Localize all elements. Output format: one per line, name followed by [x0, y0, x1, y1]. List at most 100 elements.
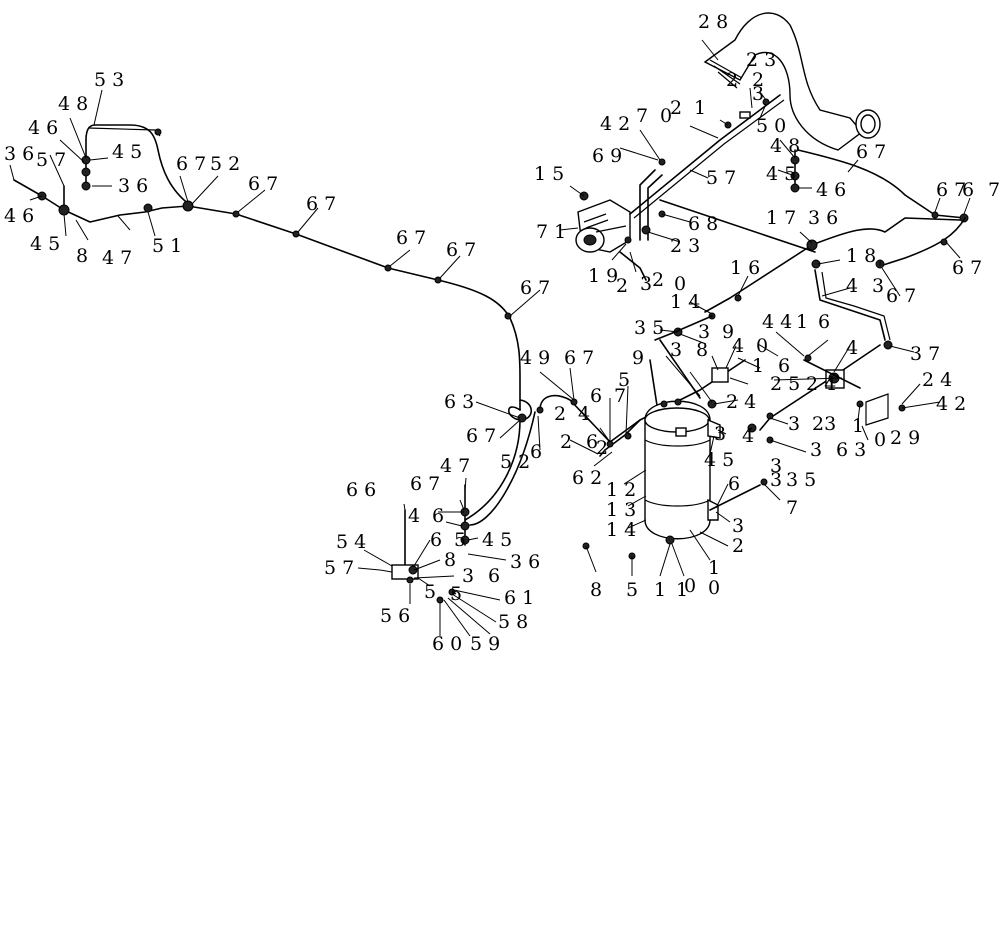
callout-0: 0 [660, 105, 672, 127]
callout-5: 5 [626, 579, 638, 601]
intake-hose [703, 12, 881, 151]
callout-1: 1 [852, 415, 864, 437]
callout-62: 6 2 [572, 467, 602, 489]
callout-67: 6 7 [306, 193, 336, 215]
callout-3: 3 [462, 565, 474, 587]
callout-2: 2 [652, 269, 664, 291]
callout-67: 6 7 [466, 425, 496, 447]
callout-6: 6 [590, 385, 602, 407]
callout-14: 1 4 [606, 519, 636, 541]
callout-23: 23 [812, 413, 836, 435]
callout-4: 4 [846, 337, 858, 359]
callout-24: 2 4 [726, 391, 756, 413]
callout-57: 5 7 [324, 557, 354, 579]
callout-69: 6 9 [592, 145, 622, 167]
callout-67: 6 7 [396, 227, 426, 249]
callout-52: 5 2 [500, 451, 530, 473]
callout-3: 3 [872, 275, 884, 297]
callout-13: 1 3 [606, 499, 636, 521]
callout-47: 4 7 [102, 247, 132, 269]
callout-3: 3 [770, 455, 782, 477]
callout-67: 6 7 [176, 153, 206, 175]
callout-0: 0 [756, 335, 768, 357]
callout-67: 6 7 [248, 173, 278, 195]
callout-6: 6 [432, 505, 444, 527]
callout-67: 6 7 [886, 285, 916, 307]
callout-1: 1 [694, 97, 706, 119]
callout-23: 2 3 [746, 49, 776, 71]
callout-57: 5 7 [706, 167, 736, 189]
callout-68: 6 8 [688, 213, 718, 235]
callout-6: 6 [586, 431, 598, 453]
callout-45: 4 5 [766, 163, 796, 185]
callout-28: 2 8 [698, 11, 728, 33]
callout-66: 6 6 [346, 479, 376, 501]
callout-5: 5 [424, 581, 436, 603]
callout-67: 6 7 [856, 141, 886, 163]
callout-46: 4 6 [28, 117, 58, 139]
callout-7: 7 [636, 105, 648, 127]
callout-labels: 2 8 2 3 2 3 2 5 3 4 8 4 6 4 5 3 6 5 7 3 … [4, 11, 1000, 655]
callout-3: 3 [698, 321, 710, 343]
callout-2: 2 [554, 403, 566, 425]
callout-45: 4 5 [482, 529, 512, 551]
callout-45: 4 5 [112, 141, 142, 163]
callout-9: 9 [722, 321, 734, 343]
callout-0: 0 [874, 429, 886, 451]
callout-36: 3 6 [808, 207, 838, 229]
callout-2: 2 [596, 437, 608, 459]
callout-46: 4 6 [816, 179, 846, 201]
callout-3: 3 [810, 439, 822, 461]
callout-1: 1 [676, 579, 688, 601]
callout-25: 2 5 [770, 373, 800, 395]
callout-53: 5 3 [94, 69, 124, 91]
callout-5: 5 [454, 529, 466, 551]
callout-2: 2 [752, 69, 764, 91]
callout-6: 6 [530, 441, 542, 463]
callout-35: 3 5 [634, 317, 664, 339]
callout-23: 2 3 [670, 235, 700, 257]
callout-4: 4 [408, 505, 420, 527]
callout-1: 1 [654, 579, 666, 601]
callout-6: 6 [430, 529, 442, 551]
callout-24: 2 4 [922, 369, 952, 391]
callout-8: 8 [76, 245, 88, 267]
callout-60: 6 0 [432, 633, 462, 655]
callout-3: 3 [752, 83, 764, 105]
callout-45: 4 5 [704, 449, 734, 471]
callout-67: 6 7 [446, 239, 476, 261]
callout-51: 5 1 [152, 235, 182, 257]
callout-12: 1 2 [606, 479, 636, 501]
callout-3: 3 [732, 515, 744, 537]
callout-1: 1 [796, 311, 808, 333]
callout-36: 3 6 [118, 175, 148, 197]
callout-49: 4 9 [520, 347, 550, 369]
callout-3: 3 [714, 423, 726, 445]
callout-0: 0 [684, 575, 696, 597]
callout-58: 5 8 [498, 611, 528, 633]
callout-45: 4 5 [30, 233, 60, 255]
callout-67: 6 7 [564, 347, 594, 369]
callout-2: 2 [732, 535, 744, 557]
callout-44: 4 4 [762, 311, 792, 333]
callout-2: 2 [670, 97, 682, 119]
callout-67: 6 7 [952, 257, 982, 279]
leader-lines [9, 39, 971, 637]
callout-52: 5 2 [210, 153, 240, 175]
callout-36: 3 6 [510, 551, 540, 573]
callout-50: 5 0 [756, 115, 786, 137]
air-tank [582, 398, 768, 560]
callout-0: 0 [674, 273, 686, 295]
callout-48: 4 8 [58, 93, 88, 115]
callout-15: 1 5 [534, 163, 564, 185]
callout-14: 1 4 [670, 291, 700, 313]
callout-7: 7 [614, 385, 626, 407]
callout-48: 4 8 [770, 135, 800, 157]
callout-29: 2 9 [890, 427, 920, 449]
callout-3: 3 [670, 339, 682, 361]
callout-6: 6 [962, 179, 974, 201]
callout-16: 1 6 [730, 257, 760, 279]
callout-7: 7 [786, 497, 798, 519]
callout-61: 6 1 [504, 587, 534, 609]
callout-57: 5 7 [36, 149, 66, 171]
